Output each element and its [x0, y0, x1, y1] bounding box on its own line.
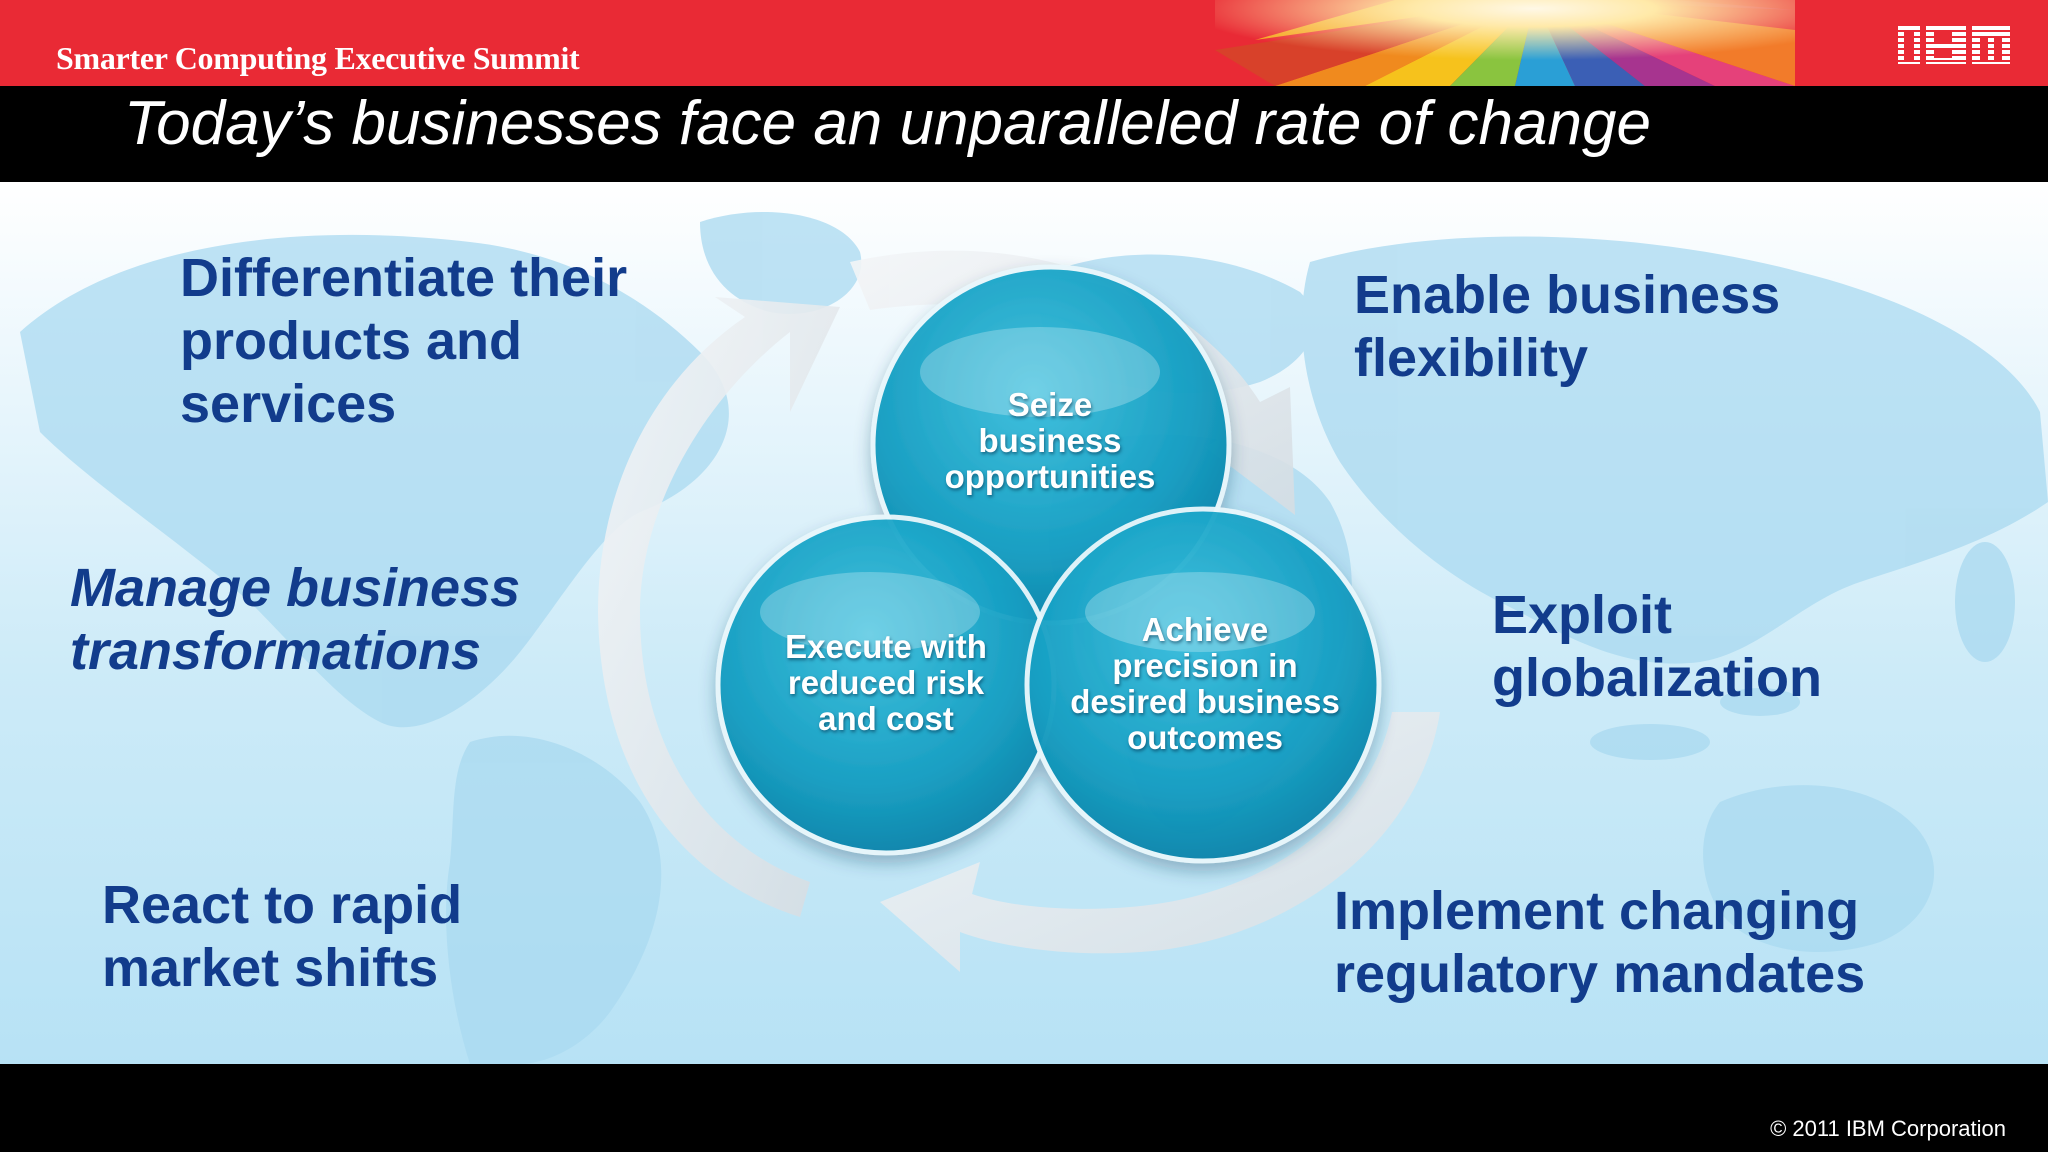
- bubbles: [715, 264, 1382, 864]
- cycle-diagram: [598, 250, 1440, 972]
- bubble-line: Achieve: [1141, 611, 1269, 648]
- point-regulatory-mandates: Implement changing regulatory mandates: [1334, 880, 1865, 1006]
- summit-label: Smarter Computing Executive Summit: [56, 40, 580, 76]
- point-line: products and: [180, 311, 523, 371]
- point-line: Enable business: [1354, 265, 1781, 325]
- point-line: market shifts: [102, 938, 439, 998]
- bubble-line: Seize: [1007, 386, 1093, 423]
- content-area: Differentiate their products and service…: [0, 182, 2048, 1064]
- point-line: Exploit: [1492, 585, 1673, 645]
- point-line: globalization: [1492, 648, 1822, 708]
- flower-burst-graphic: [1215, 0, 1795, 86]
- point-line: flexibility: [1354, 328, 1589, 388]
- bubble-execute-reduced-risk: Execute with reduced risk and cost: [736, 629, 1036, 737]
- bubble-achieve-precision: Achieve precision in desired business ou…: [1030, 612, 1380, 756]
- point-exploit-globalization: Exploit globalization: [1492, 584, 1822, 710]
- point-line: Manage business: [70, 558, 521, 618]
- copyright: © 2011 IBM Corporation: [1770, 1116, 2006, 1141]
- point-enable-flexibility: Enable business flexibility: [1354, 264, 1780, 390]
- ibm-logo: [1898, 26, 2010, 64]
- bubble-line: Execute with: [785, 628, 987, 665]
- bubble-line: business: [978, 422, 1122, 459]
- point-line: Differentiate their: [180, 248, 628, 308]
- bubble-line: outcomes: [1127, 719, 1283, 756]
- point-manage-transformations: Manage business transformations: [70, 557, 520, 683]
- point-line: Implement changing: [1334, 881, 1860, 941]
- point-line: services: [180, 374, 397, 434]
- slide-title: Today’s businesses face an unparalleled …: [124, 89, 1651, 158]
- header-band: Smarter Computing Executive Summit: [0, 0, 2048, 86]
- title-band: [0, 86, 2048, 182]
- footer-band: [0, 1064, 2048, 1152]
- bubble-seize-opportunities: Seize business opportunities: [900, 387, 1200, 495]
- bubble-line: reduced risk: [787, 664, 985, 701]
- point-line: regulatory mandates: [1334, 944, 1866, 1004]
- bubble-line: and cost: [818, 700, 954, 737]
- bubble-line: precision in: [1112, 647, 1298, 684]
- bubble-line: opportunities: [944, 458, 1156, 495]
- point-line: transformations: [70, 621, 482, 681]
- point-react-market-shifts: React to rapid market shifts: [102, 874, 462, 1000]
- point-differentiate: Differentiate their products and service…: [180, 247, 627, 436]
- bubble-line: desired business: [1070, 683, 1340, 720]
- point-line: React to rapid: [102, 875, 463, 935]
